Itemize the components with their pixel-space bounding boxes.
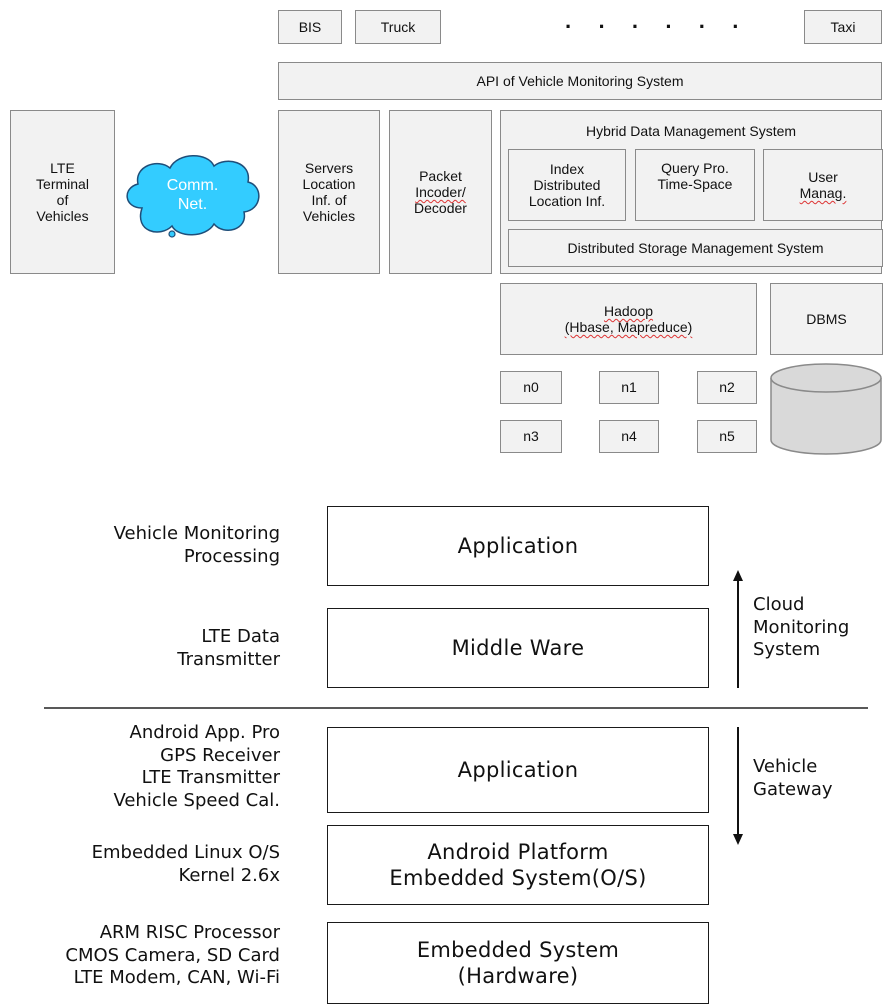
node-box: n1 xyxy=(599,371,659,404)
node-box: n3 xyxy=(500,420,562,453)
lte-terminal-box: LTE Terminal of Vehicles xyxy=(10,110,115,274)
servers-label: Servers Location Inf. of Vehicles xyxy=(302,159,356,225)
ellipsis: · · · · · · xyxy=(565,14,750,39)
layer-label-vehicle-monitoring: Vehicle Monitoring Processing xyxy=(113,523,280,567)
taxi-label: Taxi xyxy=(830,18,856,35)
node-label: n1 xyxy=(621,379,637,396)
servers-box: Servers Location Inf. of Vehicles xyxy=(278,110,380,274)
embedded-hardware-label: Embedded System (Hardware) xyxy=(416,937,620,988)
comm-net-cloud-icon xyxy=(126,155,260,238)
node-label: n2 xyxy=(719,379,735,396)
layer-label-embedded-linux: Embedded Linux O/S Kernel 2.6x xyxy=(91,842,280,886)
truck-label: Truck xyxy=(380,18,416,35)
application-vehicle-box: Application xyxy=(327,727,709,813)
node-box: n2 xyxy=(697,371,757,404)
hadoop-line2: (Hbase, Mapreduce) xyxy=(564,319,693,335)
storage-box: Distributed Storage Management System xyxy=(508,229,883,267)
cloud-monitoring-label: Cloud Monitoring System xyxy=(753,594,850,660)
node-box: n4 xyxy=(599,420,659,453)
node-box: n5 xyxy=(697,420,757,453)
user-box: User Manag. xyxy=(763,149,883,221)
comm-net-label-wrap: Comm. Net. xyxy=(120,168,265,222)
api-label: API of Vehicle Monitoring System xyxy=(476,72,684,89)
dbms-label: DBMS xyxy=(806,310,847,327)
hadoop-line1: Hadoop xyxy=(603,302,654,319)
index-label: Index Distributed Location Inf. xyxy=(528,160,606,210)
node-label: n4 xyxy=(621,428,637,445)
android-platform-label: Android Platform Embedded System(O/S) xyxy=(389,839,647,890)
hybrid-title: Hybrid Data Management System xyxy=(585,123,797,139)
layer-label-lte-data: LTE Data Transmitter xyxy=(177,626,280,670)
packet-box: Packet Incoder/ Decoder xyxy=(389,110,492,274)
application-vehicle-label: Application xyxy=(457,757,579,782)
hadoop-box: Hadoop (Hbase, Mapreduce) xyxy=(500,283,757,355)
bis-box: BIS xyxy=(278,10,342,44)
user-line1: User xyxy=(808,168,838,185)
truck-box: Truck xyxy=(355,10,441,44)
bis-label: BIS xyxy=(298,18,322,35)
embedded-hardware-box: Embedded System (Hardware) xyxy=(327,922,709,1004)
layer-label-hardware: ARM RISC Processor CMOS Camera, SD Card … xyxy=(65,922,280,988)
packet-line2: Incoder/ xyxy=(415,183,466,200)
taxi-box: Taxi xyxy=(804,10,882,44)
vehicle-gateway-label: Vehicle Gateway xyxy=(753,756,833,800)
lte-terminal-label: LTE Terminal of Vehicles xyxy=(36,159,89,225)
storage-label: Distributed Storage Management System xyxy=(567,239,824,256)
packet-line1: Packet xyxy=(419,167,462,184)
middleware-label: Middle Ware xyxy=(451,635,585,660)
application-cloud-box: Application xyxy=(327,506,709,586)
dbms-box: DBMS xyxy=(770,283,883,355)
application-cloud-label: Application xyxy=(457,533,579,558)
user-line2: Manag. xyxy=(799,185,847,201)
api-box: API of Vehicle Monitoring System xyxy=(278,62,882,100)
up-arrow-icon xyxy=(733,570,743,688)
comm-net-label: Comm. Net. xyxy=(166,176,219,213)
packet-line3: Decoder xyxy=(414,200,467,217)
android-platform-box: Android Platform Embedded System(O/S) xyxy=(327,825,709,905)
index-box: Index Distributed Location Inf. xyxy=(508,149,626,221)
query-box: Query Pro. Time-Space xyxy=(635,149,755,221)
down-arrow-icon xyxy=(733,727,743,845)
query-label: Query Pro. Time-Space xyxy=(657,160,733,193)
node-box: n0 xyxy=(500,371,562,404)
node-label: n5 xyxy=(719,428,735,445)
database-cylinder-icon xyxy=(770,363,882,455)
node-label: n3 xyxy=(523,428,539,445)
layer-label-android-app: Android App. Pro GPS Receiver LTE Transm… xyxy=(113,722,280,811)
node-label: n0 xyxy=(523,379,539,396)
middleware-box: Middle Ware xyxy=(327,608,709,688)
